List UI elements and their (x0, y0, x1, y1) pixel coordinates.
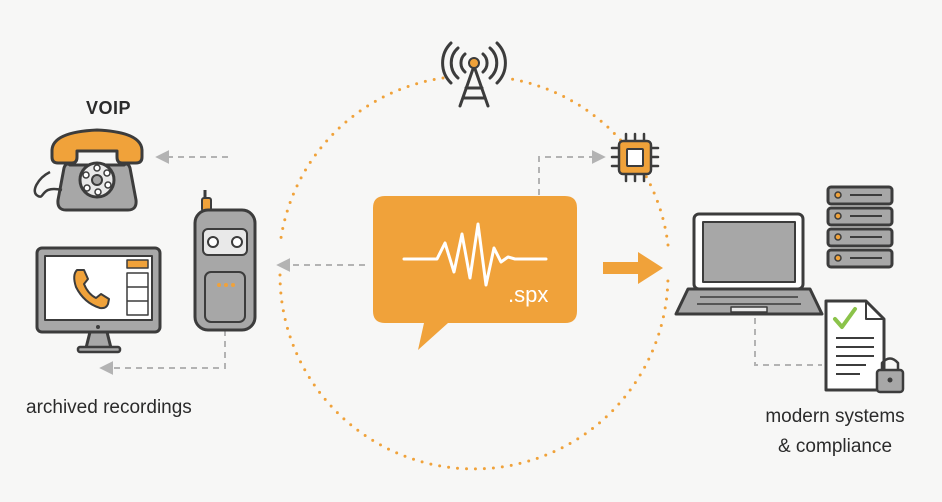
archived-recordings-label: archived recordings (26, 397, 192, 418)
modern-systems-label: modern systems (765, 406, 905, 427)
chip-icon (610, 132, 660, 183)
dashed-connectors (99, 150, 822, 375)
waveform-icon (402, 222, 548, 287)
server-icon (826, 185, 894, 269)
voip-label: VOIP (86, 98, 132, 118)
document-lock-icon (824, 299, 905, 394)
compliance-label: & compliance (777, 436, 893, 457)
speech-bubble (373, 196, 577, 350)
monitor-phone-icon (35, 246, 162, 354)
spx-file-label: .spx (508, 282, 549, 307)
antenna-icon (441, 41, 507, 108)
voice-recorder-icon (193, 190, 257, 332)
laptop-icon (674, 212, 824, 316)
flow-arrow (603, 252, 663, 284)
dotted-cycle-ring (278, 76, 670, 471)
telephone-icon (33, 128, 144, 212)
